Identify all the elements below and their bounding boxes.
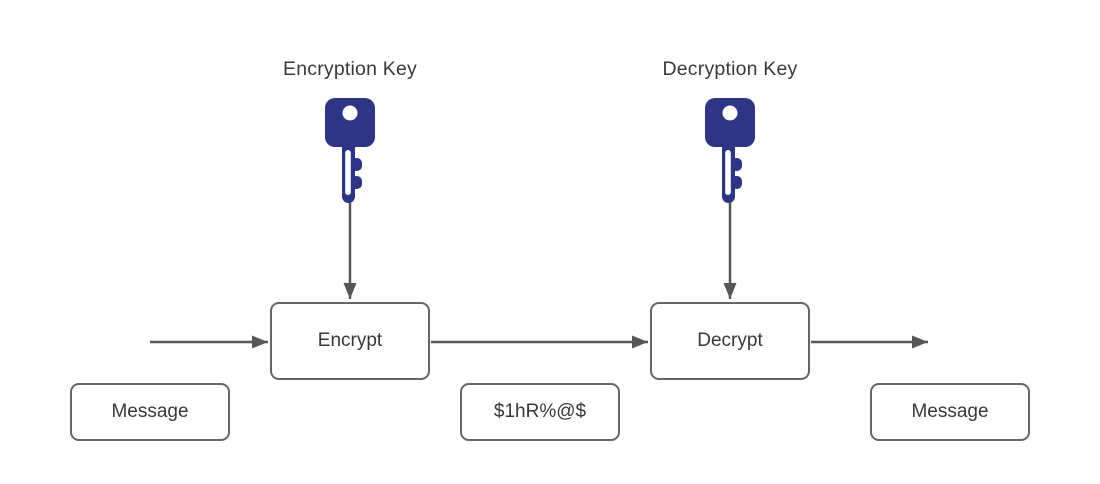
decrypt-box: Decrypt	[650, 302, 810, 380]
decryption-key-label: Decryption Key	[662, 58, 798, 80]
decrypt-box-label: Decrypt	[697, 330, 763, 351]
key-icon	[325, 98, 375, 203]
encryption-key-label: Encryption Key	[283, 58, 417, 80]
message-output-label: Message	[911, 401, 989, 422]
message-input-label: Message	[111, 401, 189, 422]
ciphertext-box: $1hR%@$	[460, 383, 620, 441]
encrypt-box: Encrypt	[270, 302, 430, 380]
encrypt-box-label: Encrypt	[317, 330, 383, 351]
message-output-box: Message	[870, 383, 1030, 441]
ciphertext-label: $1hR%@$	[493, 401, 587, 422]
message-input-box: Message	[70, 383, 230, 441]
key-icon	[705, 98, 755, 203]
